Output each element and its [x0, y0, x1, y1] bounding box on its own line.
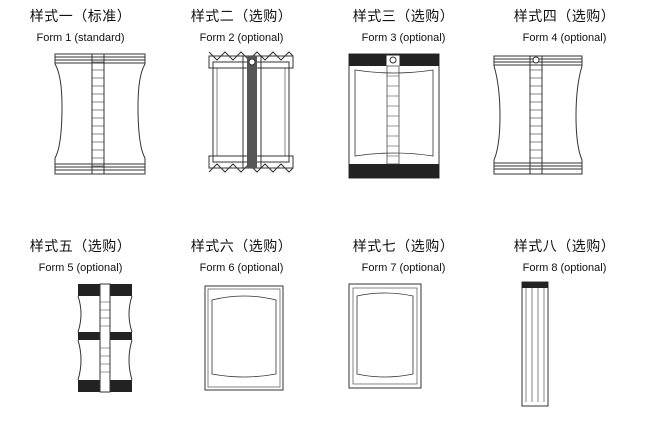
form-2-title-en: Form 2 (optional) — [199, 32, 284, 44]
form-1-title-en: Form 1 (standard) — [36, 32, 125, 44]
form-7-title-en: Form 7 (optional) — [361, 262, 446, 274]
form-5-panel: 样式五（选购） Form 5 (optional) — [0, 230, 161, 440]
form-4-title-cn: 样式四（选购） — [513, 9, 616, 25]
packaging-forms-diagram: 样式一（标准） Form 1 (standard) 样式二（选购） Form 2… — [0, 0, 645, 407]
form-5-title-cn: 样式五（选购） — [29, 239, 132, 255]
pouch-center-seal-icon — [54, 53, 146, 175]
pouch-three-side-icon — [204, 285, 284, 391]
form-5-title-en: Form 5 (optional) — [38, 262, 123, 274]
pouch-band-seal-icon — [208, 51, 294, 173]
form-7-title-cn: 样式七（选购） — [352, 239, 455, 255]
form-8-title-en: Form 8 (optional) — [522, 262, 607, 274]
form-2-title-cn: 样式二（选购） — [190, 9, 293, 25]
form-1-title-cn: 样式一（标准） — [29, 9, 132, 25]
form-1-panel: 样式一（标准） Form 1 (standard) — [0, 0, 161, 210]
form-8-title-cn: 样式八（选购） — [513, 239, 616, 255]
pouch-four-side-icon — [348, 283, 422, 389]
form-3-title-en: Form 3 (optional) — [361, 32, 446, 44]
pouch-double-icon — [77, 283, 133, 393]
form-7-panel: 样式七（选购） Form 7 (optional) — [323, 230, 484, 440]
form-3-title-cn: 样式三（选购） — [352, 9, 455, 25]
form-4-title-en: Form 4 (optional) — [522, 32, 607, 44]
form-6-title-en: Form 6 (optional) — [199, 262, 284, 274]
pouch-ribbed-icon — [493, 55, 583, 175]
form-6-panel: 样式六（选购） Form 6 (optional) — [161, 230, 322, 440]
pouch-stick-icon — [521, 281, 549, 407]
form-3-panel: 样式三（选购） Form 3 (optional) — [323, 0, 484, 210]
form-4-panel: 样式四（选购） Form 4 (optional) — [484, 0, 645, 210]
pouch-hang-hole-icon — [348, 53, 440, 179]
form-8-panel: 样式八（选购） Form 8 (optional) — [484, 230, 645, 440]
form-2-panel: 样式二（选购） Form 2 (optional) — [161, 0, 322, 210]
form-6-title-cn: 样式六（选购） — [190, 239, 293, 255]
